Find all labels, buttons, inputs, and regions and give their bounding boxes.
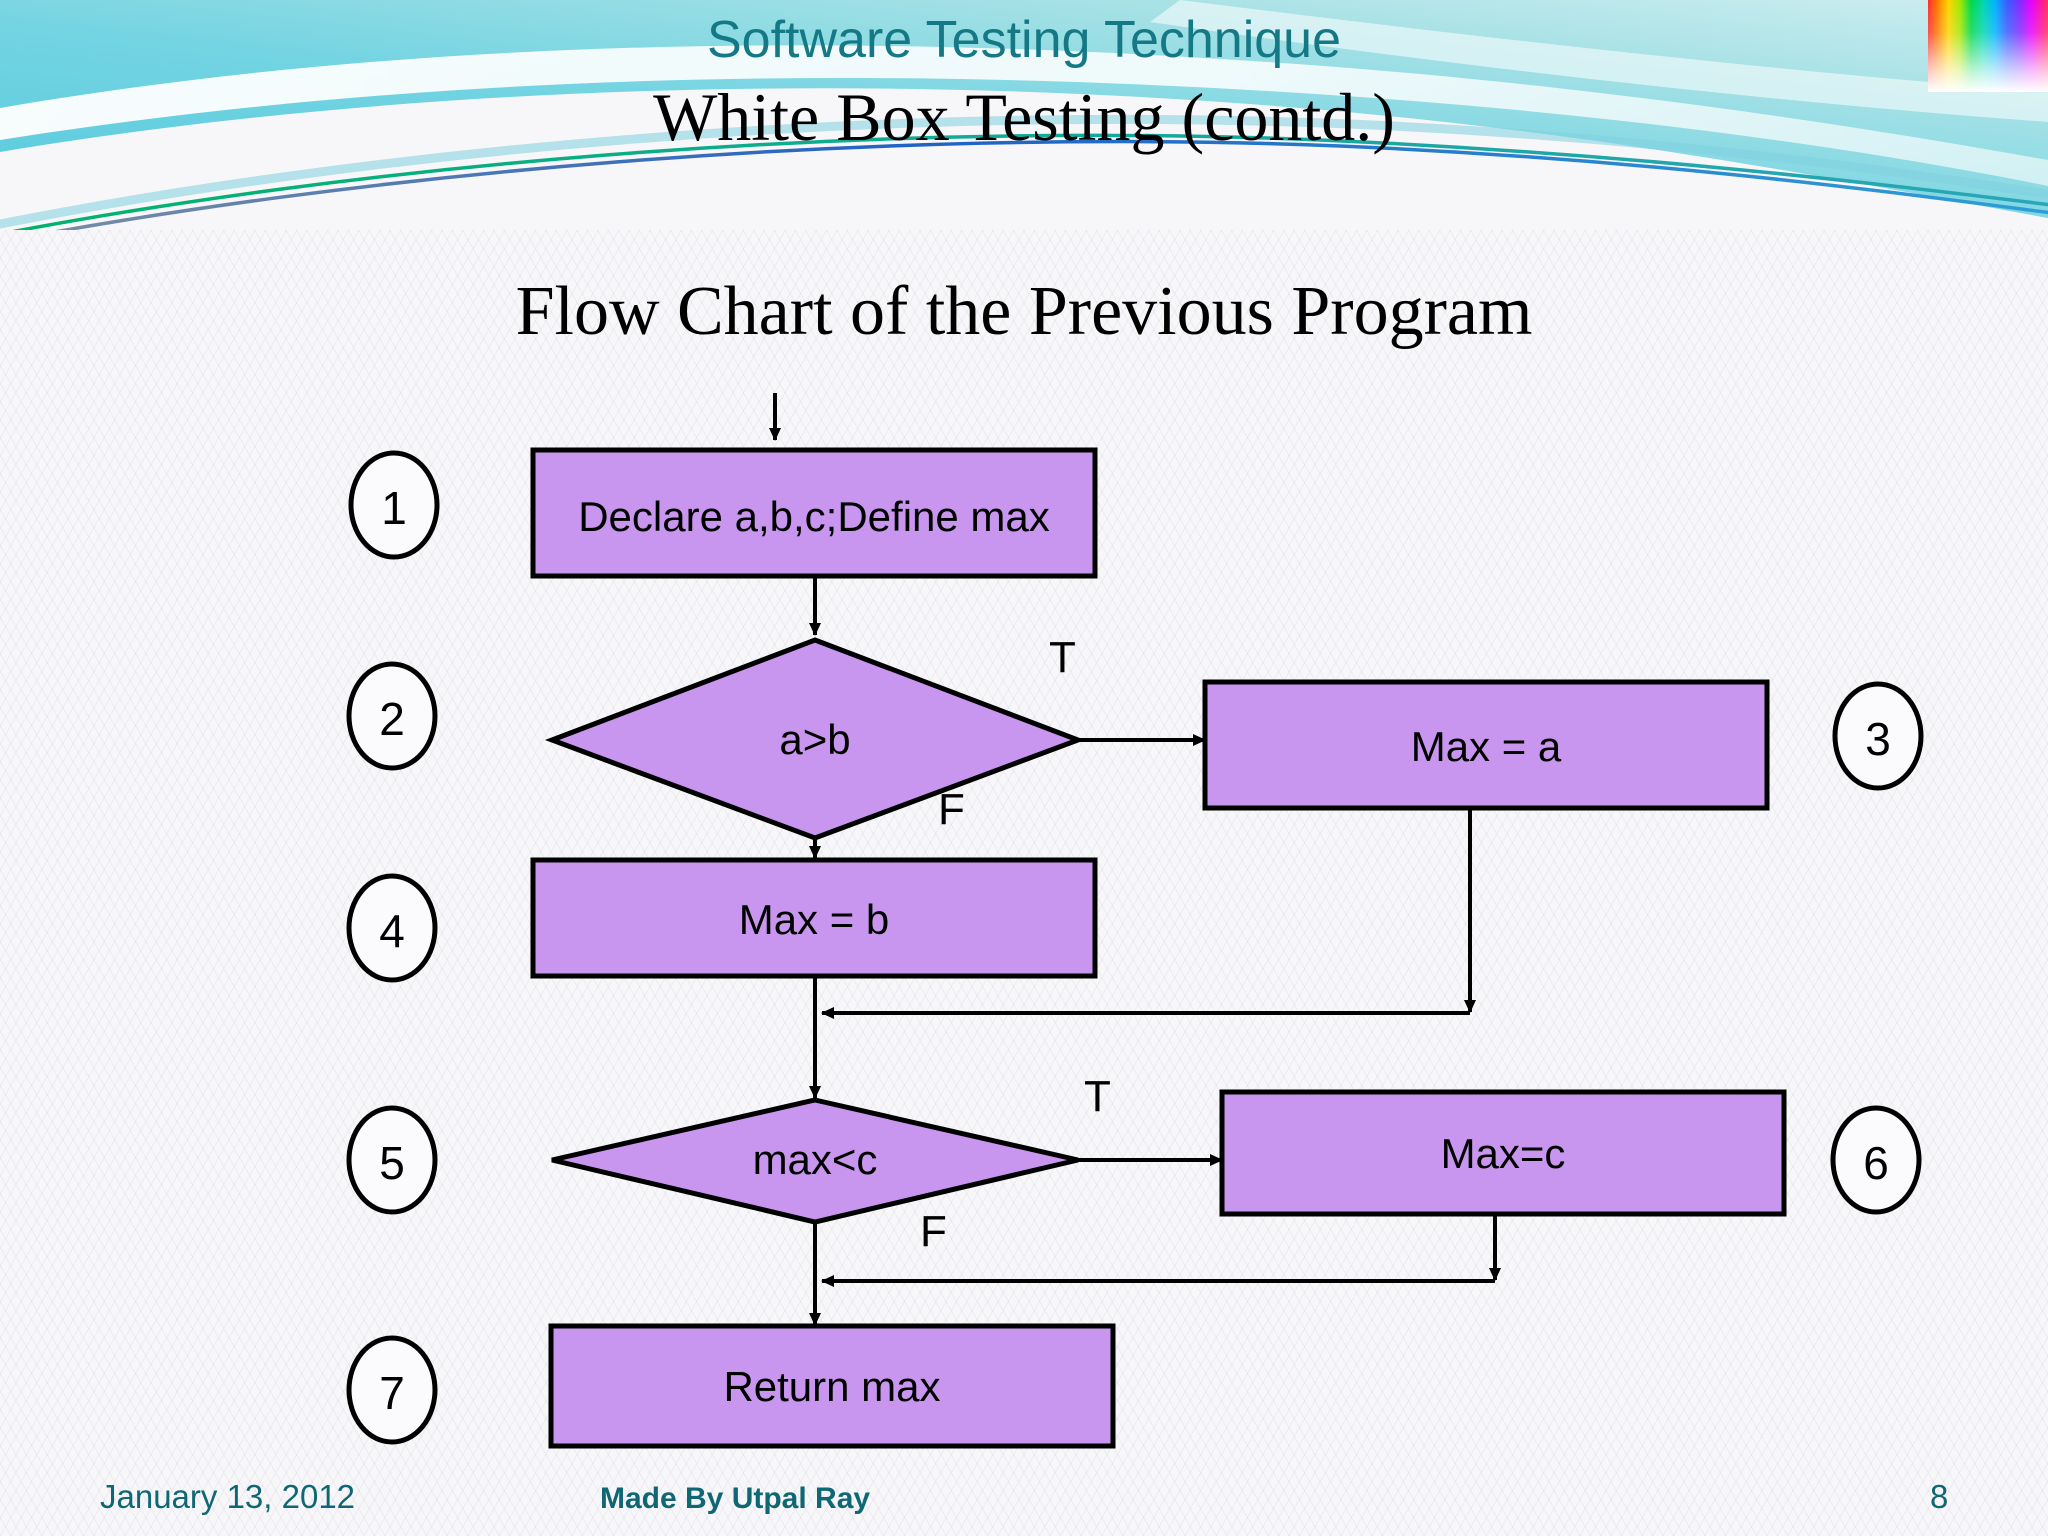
flow-step-number-6: 6 <box>1863 1137 1889 1189</box>
footer-page-number: 8 <box>1930 1478 1949 1515</box>
footer-author: Made By Utpal Ray <box>600 1482 871 1515</box>
header-banner <box>0 0 2048 230</box>
flow-step-number-7: 7 <box>379 1367 405 1419</box>
footer-date: January 13, 2012 <box>100 1478 356 1515</box>
branch-label-false-1: F <box>938 785 965 834</box>
page-title: White Box Testing (contd.) <box>653 79 1395 155</box>
flow-node-7-label: Return max <box>723 1363 941 1410</box>
flow-node-4-label: Max = b <box>738 896 890 943</box>
flow-step-number-5: 5 <box>379 1137 405 1189</box>
flow-node-5-label: max<c <box>752 1136 878 1183</box>
branch-label-false-2: F <box>920 1207 947 1256</box>
branch-label-true-1: T <box>1049 633 1076 682</box>
branch-label-true-2: T <box>1084 1072 1111 1121</box>
flow-step-number-2: 2 <box>379 693 405 745</box>
flow-step-number-3: 3 <box>1865 713 1891 765</box>
flow-step-number-1: 1 <box>381 482 407 534</box>
flow-step-number-4: 4 <box>379 905 405 957</box>
flow-node-2-label: a>b <box>779 716 851 763</box>
slide-eyebrow-title: Software Testing Technique <box>706 11 1342 69</box>
flow-node-3-label: Max = a <box>1410 723 1562 770</box>
flowchart-title: Flow Chart of the Previous Program <box>515 273 1533 350</box>
rainbow-accent-icon <box>1928 0 2048 92</box>
flow-node-6-label: Max=c <box>1440 1130 1566 1177</box>
flow-node-1-label: Declare a,b,c;Define max <box>578 493 1050 540</box>
